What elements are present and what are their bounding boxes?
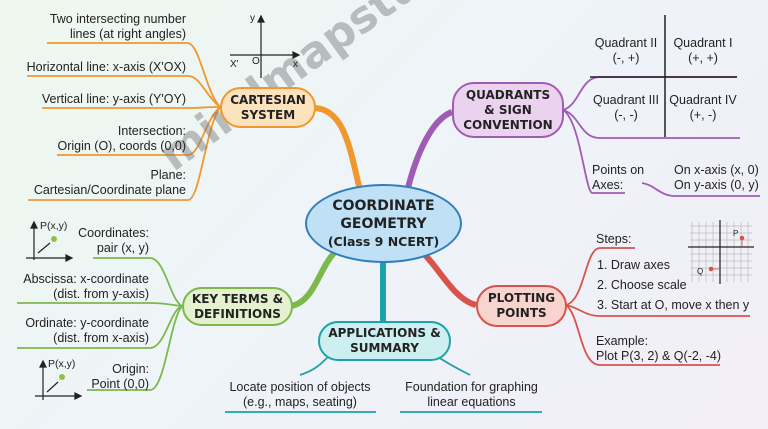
point-icon-1 [26, 220, 74, 262]
axis-label-x: x [293, 59, 298, 70]
node-label: SYSTEM [240, 107, 296, 122]
point-icon-2 [35, 359, 83, 400]
branch-cartesian [314, 105, 363, 191]
node-label: KEY TERMS & [191, 291, 284, 306]
application-item-1: Locate position of objects(e.g., maps, s… [229, 380, 371, 409]
step-1: 1. Draw axes [597, 258, 670, 272]
grid-icon [688, 220, 754, 284]
quadrant-4: Quadrant IV(+, -) [669, 93, 737, 122]
grid-label-q: Q [697, 267, 704, 276]
quadrant-2: Quadrant II(-, +) [594, 36, 658, 65]
node-label: & SIGN [484, 102, 532, 117]
key-term-ordinate: Ordinate: y-coordinate(dist. from x-axis… [25, 316, 149, 345]
central-topic: COORDINATE GEOMETRY (Class 9 NCERT) [305, 184, 462, 263]
axis-label-y: y [250, 13, 255, 24]
steps-label: Steps: [596, 232, 632, 246]
branch-plotting [422, 252, 477, 308]
points-on-axes-values: On x-axis (x, 0)On y-axis (0, y) [674, 163, 759, 192]
node-label: CARTESIAN [230, 92, 306, 107]
node-label: APPLICATIONS & [328, 326, 441, 340]
quadrant-1: Quadrant I(+, +) [673, 36, 733, 65]
node-label: POINTS [496, 306, 547, 320]
branch-key-terms [290, 249, 338, 309]
point-icon-label: P(x,y) [48, 358, 76, 370]
key-term-origin: Origin:Point (0,0) [91, 362, 149, 391]
node-label: DEFINITIONS [194, 306, 281, 321]
center-line-2: GEOMETRY [340, 215, 427, 232]
cartesian-item-2: Horizontal line: x-axis (X'OX) [26, 60, 186, 74]
cartesian-item-3: Vertical line: y-axis (Y'OY) [41, 92, 186, 106]
node-label: CONVENTION [463, 117, 553, 132]
key-term-abscissa: Abscissa: x-coordinate(dist. from y-axis… [23, 272, 149, 301]
key-term-coordinates: Coordinates:pair (x, y) [78, 226, 149, 255]
quadrant-3: Quadrant III(-, -) [592, 93, 659, 122]
center-line-1: COORDINATE [332, 197, 435, 214]
plotting-example: Example:Plot P(3, 2) & Q(-2, -4) [596, 334, 722, 363]
node-label: PLOTTING [487, 291, 556, 305]
cartesian-item-5: Plane:Cartesian/Coordinate plane [33, 168, 186, 197]
cartesian-item-4: Intersection:Origin (O), coords (0,0) [57, 124, 186, 153]
branch-quadrants [405, 109, 454, 189]
axis-label-origin: O [252, 56, 260, 67]
center-line-3: (Class 9 NCERT) [327, 233, 440, 249]
node-applications: APPLICATIONS &SUMMARY [318, 321, 451, 361]
axes-diagram [230, 14, 301, 78]
point-icon-label: P(x,y) [40, 220, 68, 232]
grid-label-p: P [733, 229, 739, 238]
step-3: 3. Start at O, move x then y [597, 298, 750, 312]
step-2: 2. Choose scale [597, 278, 687, 292]
axis-label-xprime: X' [230, 59, 239, 70]
node-label: SUMMARY [350, 341, 419, 355]
node-key-terms: KEY TERMS &DEFINITIONS [182, 287, 293, 326]
node-label: QUADRANTS [465, 87, 551, 102]
